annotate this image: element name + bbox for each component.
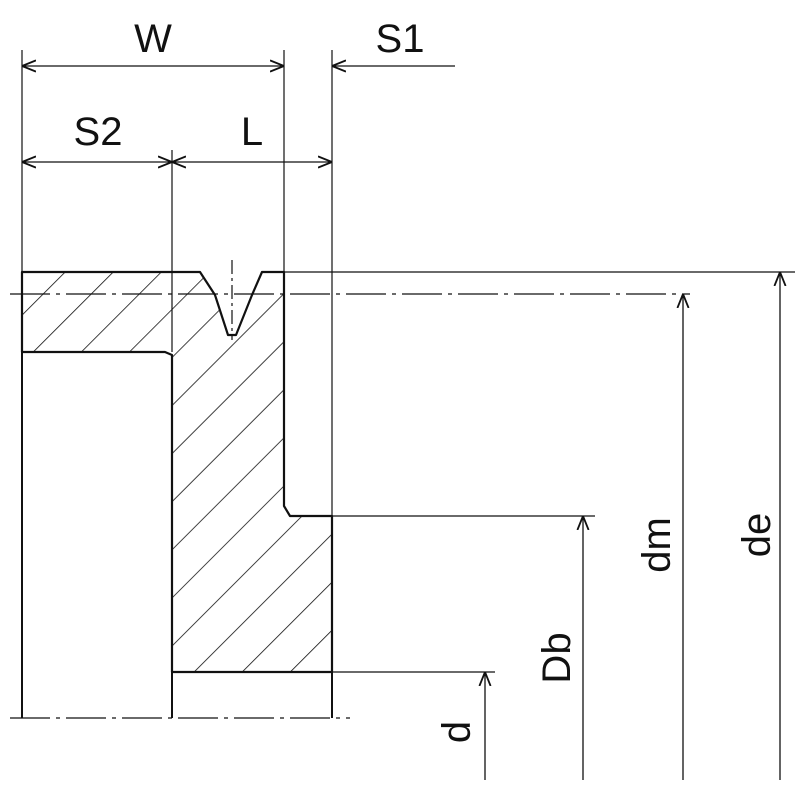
label-Db: Db (535, 632, 579, 683)
label-de: de (735, 513, 779, 558)
extension-lines (21, 50, 795, 673)
label-S2: S2 (74, 110, 123, 154)
label-S1: S1 (376, 17, 425, 61)
center-lines (10, 260, 690, 719)
label-W: W (134, 17, 172, 61)
label-dm: dm (635, 517, 679, 573)
label-d: d (435, 721, 479, 743)
section-body (20, 270, 334, 674)
dimension-labels: W S1 S2 L d Db dm de (74, 17, 779, 743)
section-hatch-fill (20, 270, 334, 674)
label-L: L (241, 110, 263, 154)
dimension-lines-horizontal (22, 66, 455, 162)
bore-outline (21, 352, 333, 718)
dimension-lines-vertical (485, 272, 780, 780)
